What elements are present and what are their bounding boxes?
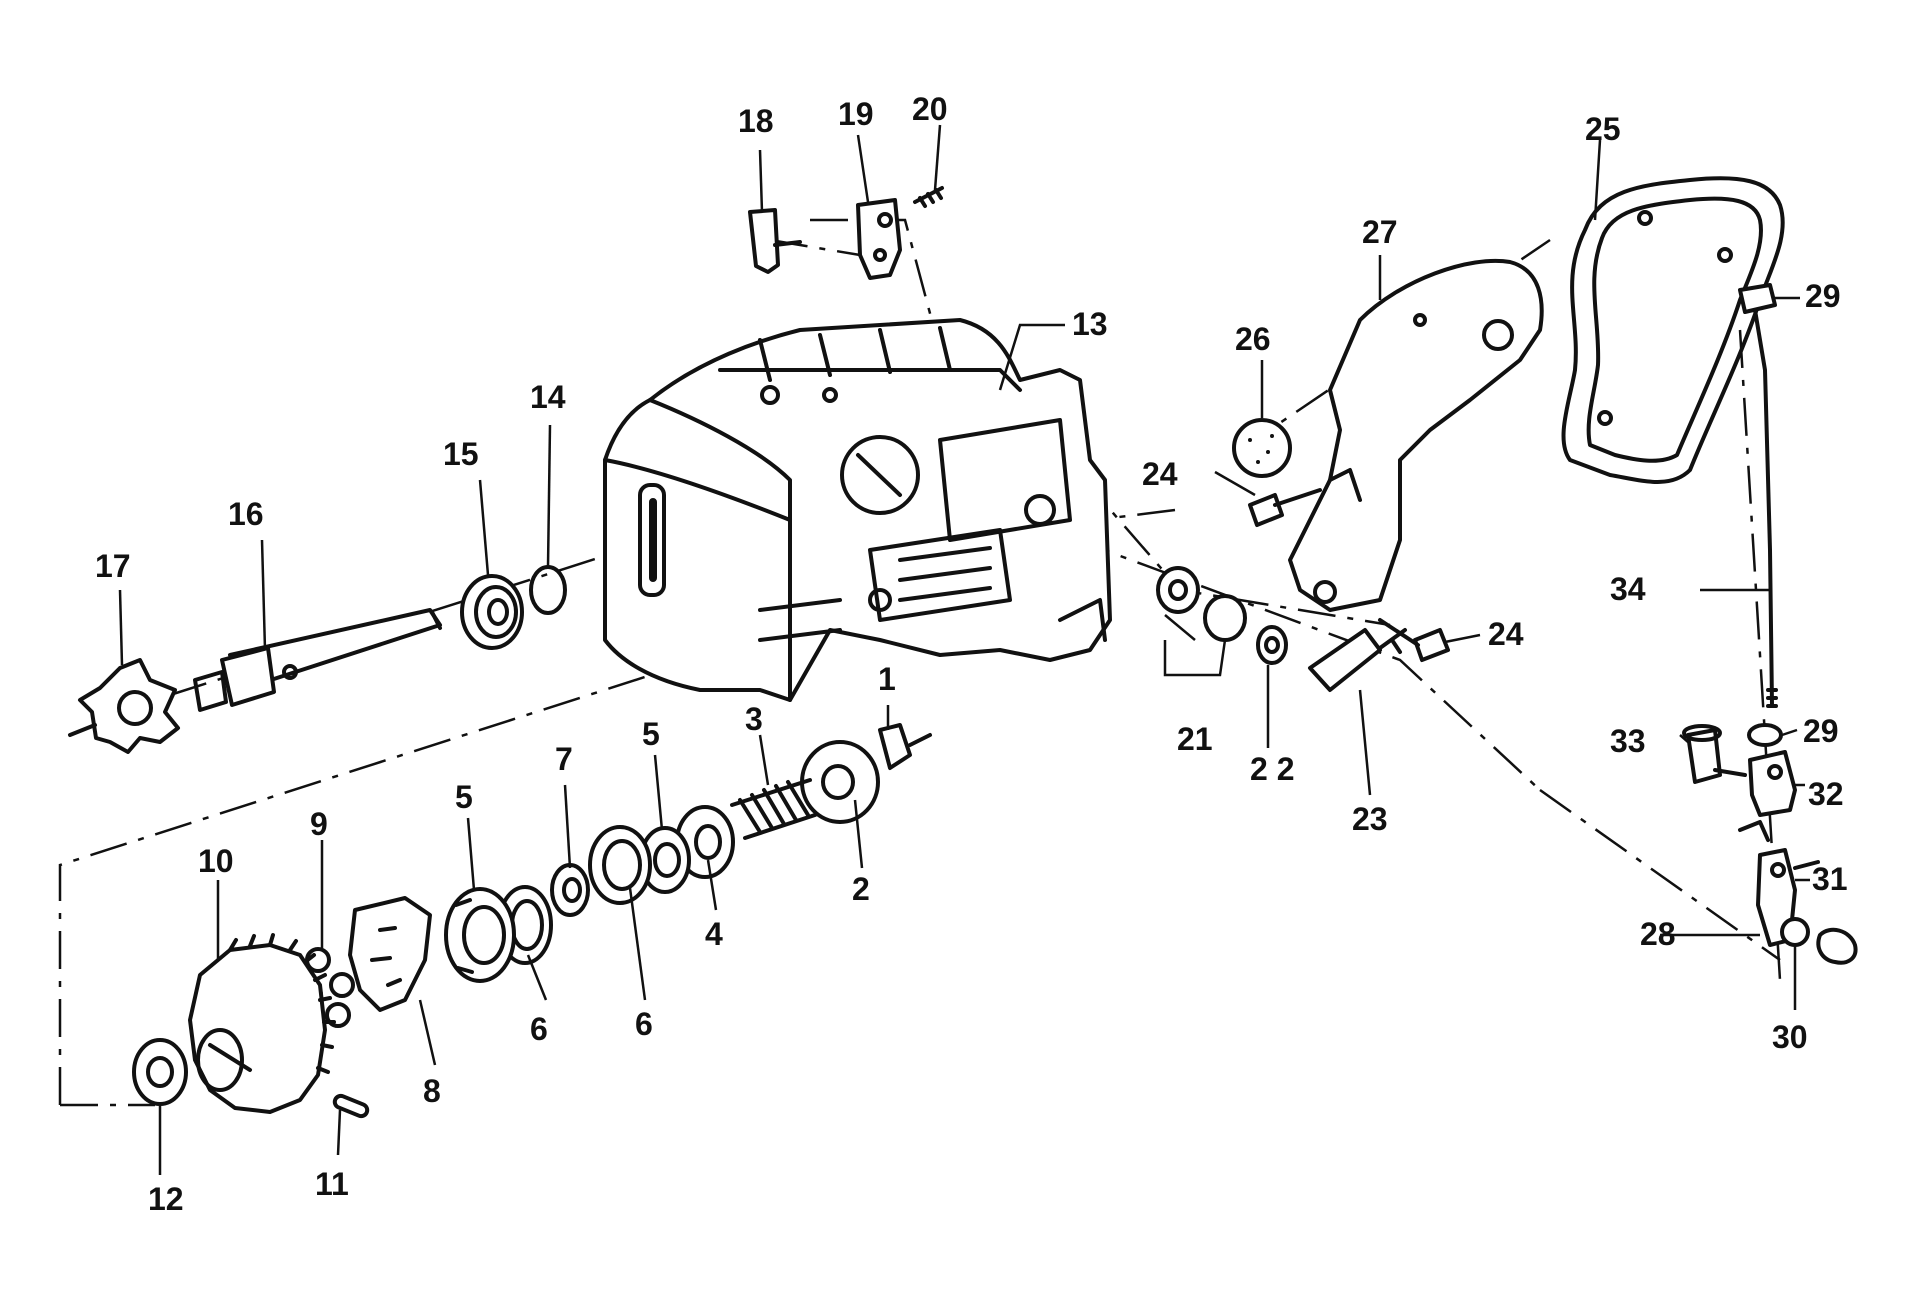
- part-15-bearing: [460, 574, 524, 650]
- callout-11: 11: [315, 1166, 349, 1202]
- part-26-plug: [1232, 418, 1292, 478]
- part-20-screw: [913, 186, 944, 208]
- callout-22: 2 2: [1250, 751, 1294, 787]
- callout-13: 13: [1072, 306, 1108, 342]
- part-25-gasket: [1561, 176, 1785, 484]
- callout-20: 20: [912, 91, 948, 127]
- part-11-pin: [332, 1093, 370, 1119]
- callout-16: 16: [228, 496, 264, 532]
- callout-2: 2: [852, 871, 870, 907]
- callout-21: 21: [1177, 721, 1213, 757]
- part-3-spring: [730, 778, 817, 840]
- callout-19: 19: [838, 96, 874, 132]
- gearbox-housing: [603, 318, 1112, 702]
- part-33-cup: [1682, 724, 1747, 784]
- part-6-washer-right: [588, 825, 652, 905]
- part-17-impeller: [68, 658, 180, 754]
- callout-26: 26: [1235, 321, 1271, 357]
- callout-14: 14: [530, 379, 566, 415]
- part-28-cap-nut: [1816, 927, 1858, 965]
- callout-31: 31: [1812, 861, 1848, 897]
- part-18-lever: [748, 208, 802, 274]
- callout-6-left: 6: [530, 1011, 548, 1047]
- callout-12: 12: [148, 1181, 184, 1217]
- part-29-nut-bottom: [1747, 723, 1783, 747]
- callout-7: 7: [555, 741, 573, 777]
- part-7-collar: [550, 863, 590, 917]
- part-27-cover: [1288, 258, 1544, 612]
- part-24-bolt-lower: [1378, 618, 1450, 662]
- part-30-washer: [1780, 917, 1810, 947]
- part-5-bearing-upper: [639, 826, 691, 894]
- part-1-clip: [878, 723, 932, 770]
- callout-5-lower: 5: [455, 779, 473, 815]
- callout-labels: 1 2 3 4 5 5 6 6 7 8 9 10 11 12 13 14 15 …: [95, 91, 1848, 1217]
- callout-25: 25: [1585, 111, 1621, 147]
- part-14-snap-ring: [529, 565, 567, 615]
- part-23-pin: [1308, 628, 1407, 692]
- callout-4: 4: [705, 916, 723, 952]
- callout-24-upper: 24: [1142, 456, 1178, 492]
- callout-5-upper: 5: [642, 716, 660, 752]
- part-29-nut-top: [1738, 283, 1777, 314]
- callout-32: 32: [1808, 776, 1844, 812]
- callout-10: 10: [198, 843, 234, 879]
- callout-18: 18: [738, 103, 774, 139]
- callout-24-lower: 24: [1488, 616, 1524, 652]
- callout-9: 9: [310, 806, 328, 842]
- part-24-bolt-upper: [1248, 488, 1322, 527]
- part-19-bracket: [856, 198, 902, 280]
- part-16-shaft: [193, 608, 442, 712]
- part-34-rod: [1753, 308, 1778, 708]
- callout-30: 30: [1772, 1019, 1808, 1055]
- part-21-bushings: [1156, 566, 1247, 642]
- part-10-gear: [188, 933, 336, 1114]
- callout-28: 28: [1640, 916, 1676, 952]
- callout-17: 17: [95, 548, 131, 584]
- callout-27: 27: [1362, 214, 1398, 250]
- leader-lines: [118, 124, 1810, 1175]
- part-2-flange: [800, 740, 880, 824]
- part-5-bearing-lower: [444, 887, 516, 983]
- callout-34: 34: [1610, 571, 1646, 607]
- callout-6-right: 6: [635, 1006, 653, 1042]
- callout-33: 33: [1610, 723, 1646, 759]
- part-22-washer: [1256, 625, 1288, 665]
- callout-3: 3: [745, 701, 763, 737]
- callout-29-lower: 29: [1803, 713, 1839, 749]
- part-32-block: [1738, 750, 1797, 842]
- callout-29-upper: 29: [1805, 278, 1841, 314]
- callout-8: 8: [423, 1073, 441, 1109]
- part-12-nut: [132, 1038, 188, 1106]
- callout-1: 1: [878, 661, 896, 697]
- callout-15: 15: [443, 436, 479, 472]
- callout-23: 23: [1352, 801, 1388, 837]
- part-8-coupling: [348, 896, 432, 1012]
